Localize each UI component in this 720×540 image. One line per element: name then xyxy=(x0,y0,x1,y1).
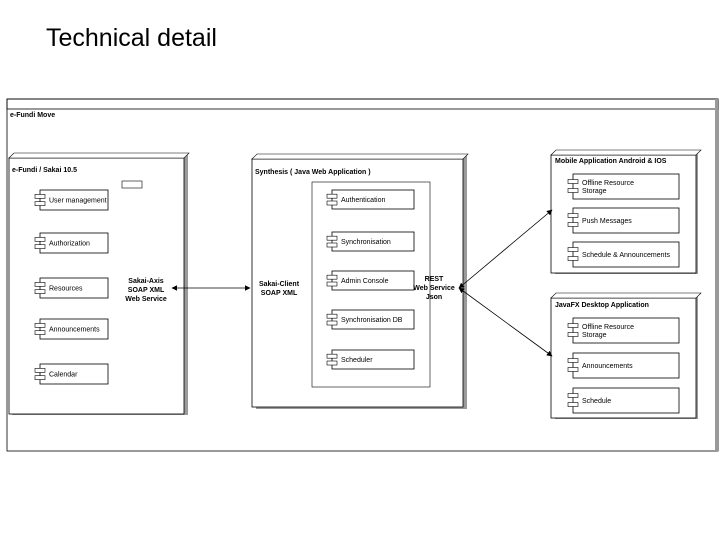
efundi-move-package: e-Fundi Move xyxy=(6,98,719,452)
component-tab-icon xyxy=(326,353,338,359)
slide-title: Technical detail xyxy=(46,24,217,52)
component-tab-icon xyxy=(567,323,579,328)
component-tab-icon xyxy=(326,242,338,248)
component-tab-icon xyxy=(326,320,338,326)
component-tab-icon xyxy=(567,332,579,337)
component-tab-icon xyxy=(34,375,46,380)
sakai-authorization-label: Authorization xyxy=(49,241,90,248)
desktop-schedule-component: Schedule xyxy=(567,387,680,414)
component-tab-icon xyxy=(567,402,579,407)
synthesis-label: Synthesis ( Java Web Application ) xyxy=(255,169,371,176)
desktop-label: JavaFX Desktop Application xyxy=(555,302,649,309)
mobile-offline-resource-storage-label: Storage xyxy=(582,188,607,195)
sakai-announcements-label: Announcements xyxy=(49,327,100,334)
component-tab-icon xyxy=(326,274,338,280)
component-tab-icon xyxy=(34,282,46,287)
sakai-service-line-2: SOAP XML xyxy=(128,287,165,294)
synthesis-rest-line-3: Json xyxy=(426,294,442,301)
synthesis-scheduler-component: Scheduler xyxy=(326,349,415,370)
sakai-user-management-component: User management xyxy=(34,189,109,211)
desktop-announcements-label: Announcements xyxy=(582,363,633,370)
component-tab-icon xyxy=(34,237,46,242)
desktop-announcements-component: Announcements xyxy=(567,352,680,379)
synthesis-scheduler-label: Scheduler xyxy=(341,357,373,364)
desktop-components: Offline ResourceStorageAnnouncementsSche… xyxy=(567,317,680,414)
component-tab-icon xyxy=(326,281,338,287)
component-tab-icon xyxy=(34,323,46,328)
component-tab-icon xyxy=(34,289,46,294)
sakai-component-icon xyxy=(121,180,143,189)
mobile-label: Mobile Application Android & IOS xyxy=(555,158,667,165)
desktop-offline-resource-storage-label: Storage xyxy=(582,332,607,339)
synthesis-rest-line-1: REST xyxy=(425,276,444,283)
synthesis-admin-console-component: Admin Console xyxy=(326,270,415,291)
sakai-resources-label: Resources xyxy=(49,286,83,293)
synthesis-admin-console-label: Admin Console xyxy=(341,278,389,285)
component-tab-icon xyxy=(326,193,338,199)
component-tab-icon xyxy=(34,201,46,206)
sakai-announcements-component: Announcements xyxy=(34,318,109,340)
synthesis-inner-frame xyxy=(311,181,431,388)
desktop-offline-resource-storage-label: Offline Resource xyxy=(582,324,634,331)
component-tab-icon xyxy=(34,330,46,335)
synthesis-synchronisation-db-component: Synchronisation DB xyxy=(326,309,415,330)
component-tab-icon xyxy=(567,367,579,372)
synthesis-rest-line-2: Web Service xyxy=(413,285,455,292)
sakai-resources-component: Resources xyxy=(34,277,109,299)
mobile-push-messages-component: Push Messages xyxy=(567,207,680,234)
mobile-schedule-announcements-label: Schedule & Announcements xyxy=(582,252,670,259)
component-tab-icon xyxy=(326,200,338,206)
component-tab-icon xyxy=(567,213,579,218)
sakai-components: User managementAuthorizationResourcesAnn… xyxy=(34,189,109,385)
synthesis-synchronisation-label: Synchronisation xyxy=(341,239,391,246)
sakai-service-line-3: Web Service xyxy=(125,296,167,303)
component-tab-icon xyxy=(34,368,46,373)
synthesis-client-line-2: SOAP XML xyxy=(261,290,298,297)
component-tab-icon xyxy=(34,194,46,199)
synthesis-synchronisation-component: Synchronisation xyxy=(326,231,415,252)
sakai-label: e-Fundi / Sakai 10.5 xyxy=(12,167,77,174)
synthesis-mobile-connector xyxy=(458,209,553,289)
mobile-schedule-announcements-component: Schedule & Announcements xyxy=(567,241,680,268)
sakai-service-line-1: Sakai-Axis xyxy=(128,278,164,285)
synthesis-client-line-1: Sakai-Client xyxy=(259,281,300,288)
synthesis-authentication-label: Authentication xyxy=(341,197,385,204)
desktop-schedule-label: Schedule xyxy=(582,398,611,405)
component-tab-icon xyxy=(326,235,338,241)
component-tab-icon xyxy=(34,244,46,249)
sakai-calendar-component: Calendar xyxy=(34,363,109,385)
component-tab-icon xyxy=(326,360,338,366)
synthesis-authentication-component: Authentication xyxy=(326,189,415,210)
sakai-calendar-label: Calendar xyxy=(49,372,78,379)
component-tab-icon xyxy=(567,393,579,398)
component-tab-icon xyxy=(567,222,579,227)
component-tab-icon xyxy=(326,313,338,319)
synthesis-desktop-connector xyxy=(458,287,553,357)
component-tab-icon xyxy=(567,358,579,363)
mobile-push-messages-label: Push Messages xyxy=(582,218,632,225)
component-tab-icon xyxy=(567,179,579,184)
component-tab-icon xyxy=(567,256,579,261)
component-tab-icon xyxy=(567,188,579,193)
component-tab-icon xyxy=(567,247,579,252)
sakai-authorization-component: Authorization xyxy=(34,232,109,254)
efundi-move-label: e-Fundi Move xyxy=(10,112,55,119)
mobile-offline-resource-storage-label: Offline Resource xyxy=(582,180,634,187)
synthesis-synchronisation-db-label: Synchronisation DB xyxy=(341,317,403,324)
sakai-user-management-label: User management xyxy=(49,198,107,205)
